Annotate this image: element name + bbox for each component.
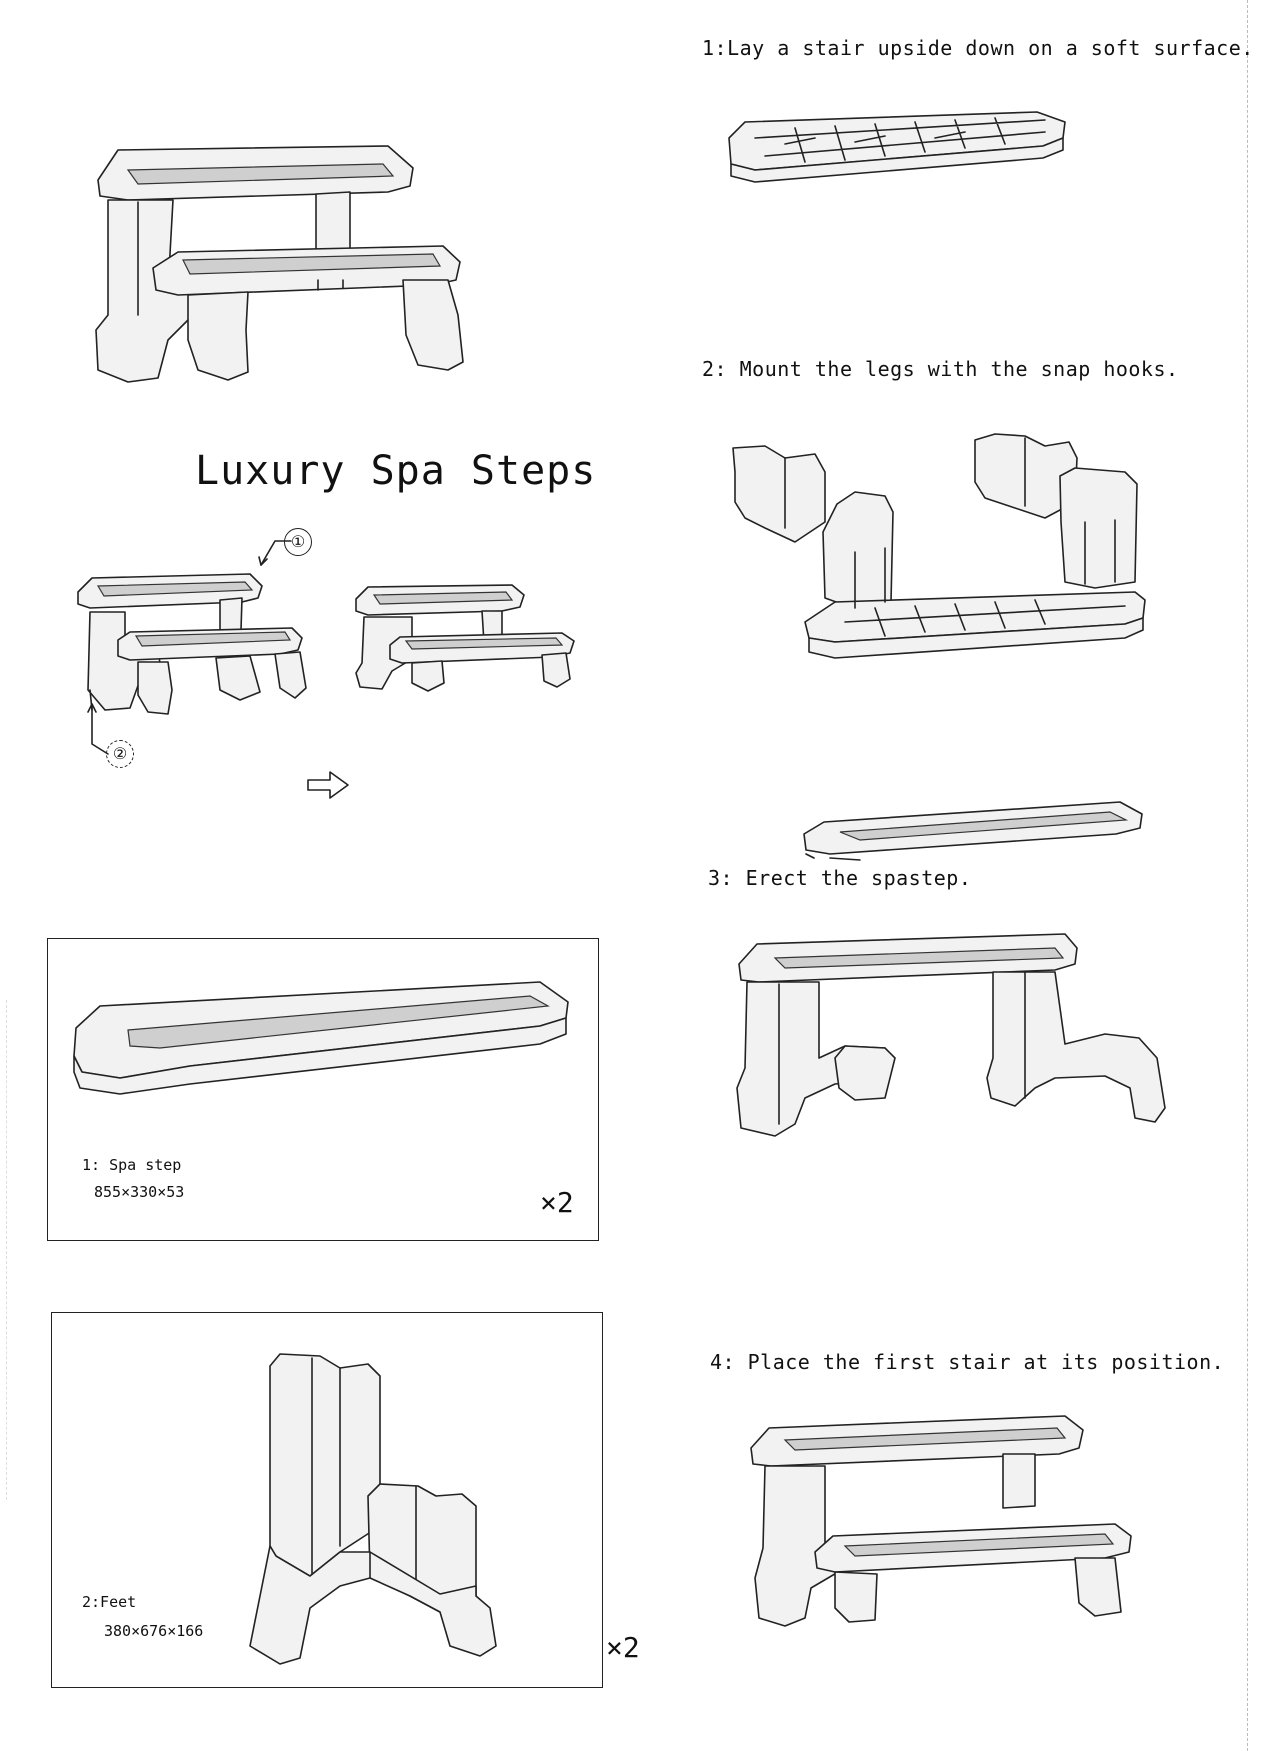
hero-spa-steps-illustration [88, 140, 518, 390]
page-edge-line [1247, 0, 1248, 1751]
step-4-text: 4: Place the first stair at its position… [710, 1350, 1225, 1374]
assembly-exploded-illustration [70, 570, 310, 720]
step-2-mount-legs-illustration [725, 432, 1165, 672]
spa-step-part-illustration [70, 968, 580, 1098]
callout-2: ② [106, 740, 134, 768]
callout-leader-2 [86, 700, 116, 760]
part-1-label: 1: Spa step [82, 1156, 182, 1174]
part-2-dimensions: 380×676×166 [104, 1622, 204, 1640]
page-edge-line-left [6, 1000, 7, 1500]
step-3-floating-tread-illustration [800, 796, 1150, 866]
part-1-dimensions: 855×330×53 [94, 1183, 185, 1201]
page-title: Luxury Spa Steps [195, 448, 597, 494]
step-3-text: 3: Erect the spastep. [708, 866, 972, 890]
step-1-text: 1:Lay a stair upside down on a soft surf… [702, 36, 1254, 60]
part-1-quantity: ×2 [540, 1186, 574, 1219]
step-4-place-first-stair-illustration [745, 1408, 1175, 1638]
part-box-spa-step [47, 938, 599, 1241]
part-box-feet [51, 1312, 603, 1688]
feet-part-illustration [240, 1346, 520, 1666]
arrow-right-outline-icon [306, 770, 350, 800]
callout-1: ① [284, 528, 312, 556]
step-2-text: 2: Mount the legs with the snap hooks. [702, 357, 1179, 381]
part-2-quantity: ×2 [606, 1631, 640, 1664]
assembled-small-illustration [352, 583, 582, 693]
step-3-erected-spastep-illustration [735, 928, 1165, 1148]
step-1-upside-down-tread-illustration [725, 108, 1075, 198]
part-2-label: 2:Feet [82, 1593, 137, 1611]
